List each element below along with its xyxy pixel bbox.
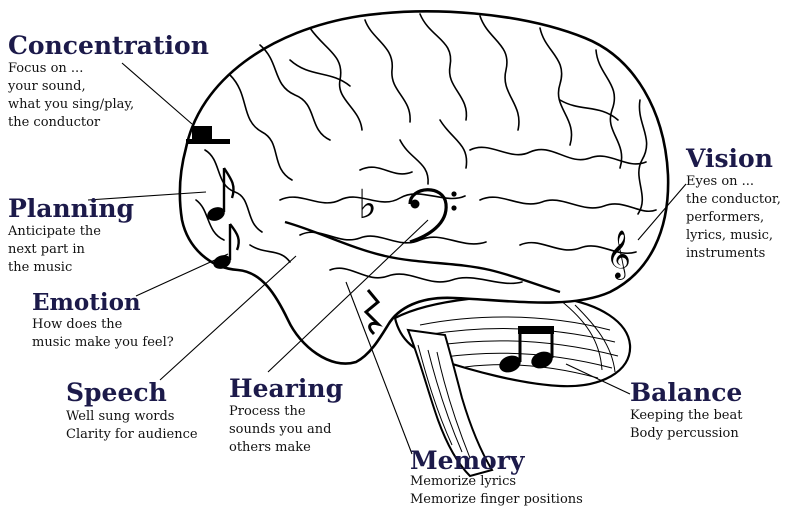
planning-desc: Anticipate the next part in the music bbox=[8, 223, 134, 277]
emotion-label: Emotion How does the music make you feel… bbox=[32, 291, 174, 352]
vision-label: Vision Eyes on ... the conductor, perfor… bbox=[686, 146, 781, 263]
memory-title: Memory bbox=[410, 448, 583, 473]
concentration-label: Concentration Focus on ... your sound, w… bbox=[8, 33, 209, 132]
vision-desc: Eyes on ... the conductor, performers, l… bbox=[686, 173, 781, 263]
leader-emotion bbox=[136, 254, 228, 296]
memory-label: Memory Memorize lyrics Memorize finger p… bbox=[410, 448, 583, 509]
balance-title: Balance bbox=[630, 380, 742, 405]
speech-label: Speech Well sung words Clarity for audie… bbox=[66, 380, 198, 444]
vision-title: Vision bbox=[686, 146, 781, 171]
hearing-desc: Process the sounds you and others make bbox=[229, 403, 343, 457]
concentration-desc: Focus on ... your sound, what you sing/p… bbox=[8, 60, 209, 132]
balance-desc: Keeping the beat Body percussion bbox=[630, 407, 742, 443]
planning-label: Planning Anticipate the next part in the… bbox=[8, 196, 134, 277]
speech-desc: Well sung words Clarity for audience bbox=[66, 408, 198, 444]
treble-clef-icon: 𝄞 bbox=[606, 229, 631, 280]
concentration-title: Concentration bbox=[8, 33, 209, 58]
speech-title: Speech bbox=[66, 380, 198, 405]
hearing-label: Hearing Process the sounds you and other… bbox=[229, 376, 343, 457]
memory-desc: Memorize lyrics Memorize finger position… bbox=[410, 473, 583, 509]
planning-title: Planning bbox=[8, 196, 134, 221]
balance-label: Balance Keeping the beat Body percussion bbox=[630, 380, 742, 443]
flat-icon: ♭ bbox=[358, 182, 377, 228]
leader-speech bbox=[160, 256, 296, 380]
emotion-title: Emotion bbox=[32, 291, 174, 314]
emotion-desc: How does the music make you feel? bbox=[32, 316, 174, 352]
hearing-title: Hearing bbox=[229, 376, 343, 401]
